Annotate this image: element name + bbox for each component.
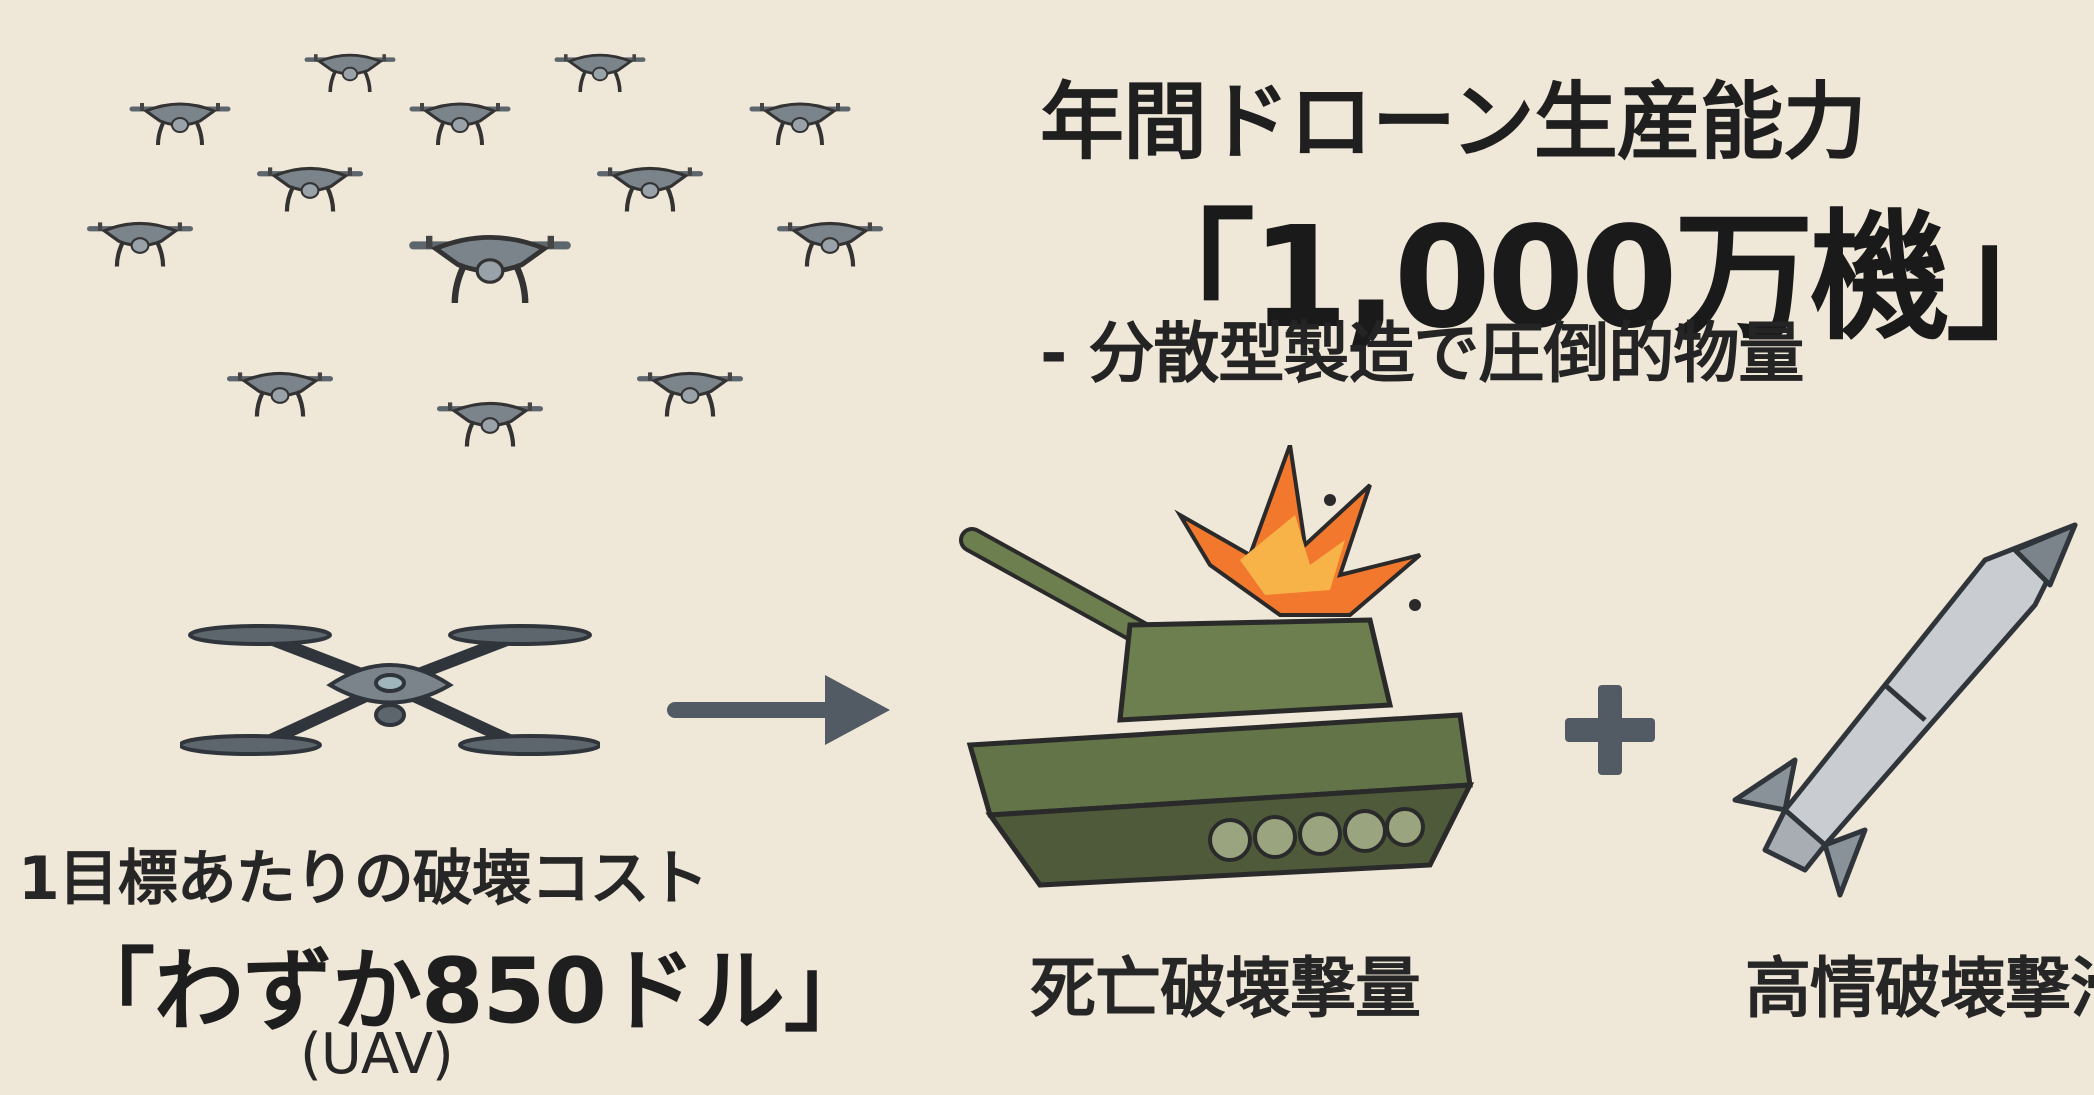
plus-icon xyxy=(1565,685,1655,775)
production-figure: 「1,000万機」 xyxy=(1115,197,2086,360)
uav-tag: (UAV) xyxy=(300,1022,454,1087)
drone-swarm-icon xyxy=(40,20,940,490)
quadcopter-drone-icon xyxy=(180,624,600,756)
right-arrow-icon xyxy=(667,675,890,745)
production-subline: - 分散型製造で圧倒的物量 xyxy=(1040,315,1804,392)
missile-caption: 高情破壊撃滑 xyxy=(1745,950,2094,1027)
tank-caption: 死亡破壊撃量 xyxy=(1030,950,1421,1027)
destroyed-tank-icon xyxy=(959,445,1475,888)
cost-value: 「わずか850ドル」 xyxy=(65,939,874,1044)
production-headline: 年間ドローン生産能力 xyxy=(1040,73,1867,171)
cost-label: 1目標あたりの破壊コスト xyxy=(18,844,709,914)
missile-icon xyxy=(1732,522,2078,898)
